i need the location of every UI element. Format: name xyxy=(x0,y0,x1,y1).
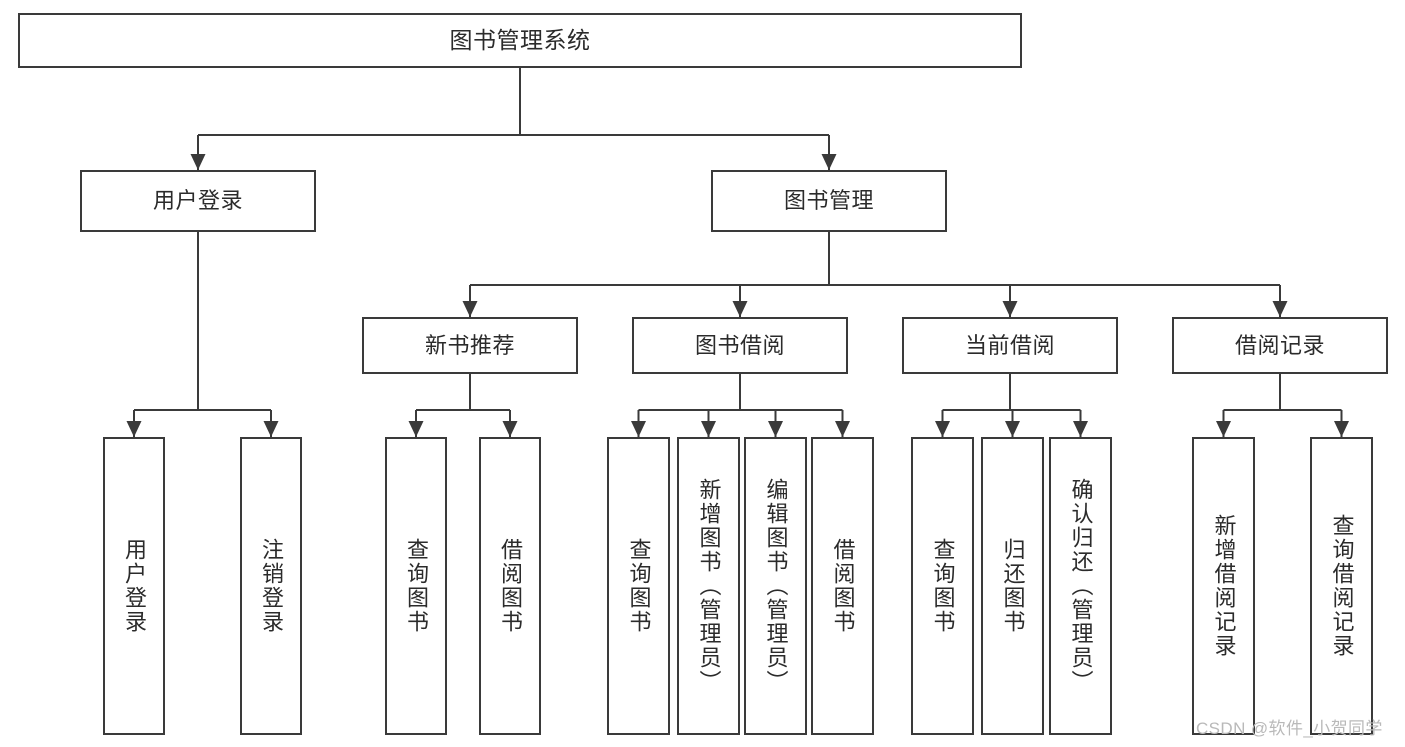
node-leaf-return-book[interactable]: 归还图书 xyxy=(981,437,1044,735)
node-borrow-record[interactable]: 借阅记录 xyxy=(1172,317,1388,374)
node-label-leaf-return-book: 归还图书 xyxy=(1000,538,1026,634)
node-root[interactable]: 图书管理系统 xyxy=(18,13,1022,68)
node-label-book-borrow: 图书借阅 xyxy=(694,332,785,358)
node-leaf-borrow-book-2[interactable]: 借阅图书 xyxy=(811,437,874,735)
node-leaf-query-book-2[interactable]: 查询图书 xyxy=(607,437,670,735)
node-current-borrow[interactable]: 当前借阅 xyxy=(902,317,1118,374)
node-new-book-recommend[interactable]: 新书推荐 xyxy=(362,317,578,374)
node-label-current-borrow: 当前借阅 xyxy=(964,332,1055,358)
node-label-root: 图书管理系统 xyxy=(449,26,591,53)
node-leaf-confirm-return[interactable]: 确认归还（管理员） xyxy=(1049,437,1112,735)
node-label-leaf-add-book: 新增图书（管理员） xyxy=(696,478,722,694)
node-leaf-query-record[interactable]: 查询借阅记录 xyxy=(1310,437,1373,735)
node-label-leaf-borrow-book-2: 借阅图书 xyxy=(830,538,856,634)
node-leaf-query-book-3[interactable]: 查询图书 xyxy=(911,437,974,735)
node-label-leaf-confirm-return: 确认归还（管理员） xyxy=(1068,478,1094,694)
node-leaf-edit-book[interactable]: 编辑图书（管理员） xyxy=(744,437,807,735)
node-leaf-user-logout[interactable]: 注销登录 xyxy=(240,437,302,735)
node-label-leaf-user-logout: 注销登录 xyxy=(259,538,284,634)
csdn-watermark: CSDN @软件_小贺同学 xyxy=(1196,719,1383,738)
node-book-manage[interactable]: 图书管理 xyxy=(711,170,947,232)
node-leaf-query-book-1[interactable]: 查询图书 xyxy=(385,437,447,735)
node-leaf-add-book[interactable]: 新增图书（管理员） xyxy=(677,437,740,735)
node-label-leaf-user-login: 用户登录 xyxy=(122,538,147,634)
node-label-leaf-query-book-2: 查询图书 xyxy=(626,538,652,634)
node-leaf-borrow-book-1[interactable]: 借阅图书 xyxy=(479,437,541,735)
node-label-leaf-query-record: 查询借阅记录 xyxy=(1329,514,1355,658)
node-leaf-add-record[interactable]: 新增借阅记录 xyxy=(1192,437,1255,735)
node-label-leaf-borrow-book-1: 借阅图书 xyxy=(498,538,523,634)
node-label-leaf-query-book-3: 查询图书 xyxy=(930,538,956,634)
node-label-user-login: 用户登录 xyxy=(152,188,243,214)
node-label-new-book-recommend: 新书推荐 xyxy=(424,332,515,358)
node-label-borrow-record: 借阅记录 xyxy=(1234,332,1325,358)
node-label-book-manage: 图书管理 xyxy=(783,188,874,214)
node-user-login[interactable]: 用户登录 xyxy=(80,170,316,232)
node-label-leaf-add-record: 新增借阅记录 xyxy=(1211,514,1237,658)
node-leaf-user-login[interactable]: 用户登录 xyxy=(103,437,165,735)
node-label-leaf-query-book-1: 查询图书 xyxy=(404,538,429,634)
node-book-borrow[interactable]: 图书借阅 xyxy=(632,317,848,374)
node-label-leaf-edit-book: 编辑图书（管理员） xyxy=(763,478,789,694)
